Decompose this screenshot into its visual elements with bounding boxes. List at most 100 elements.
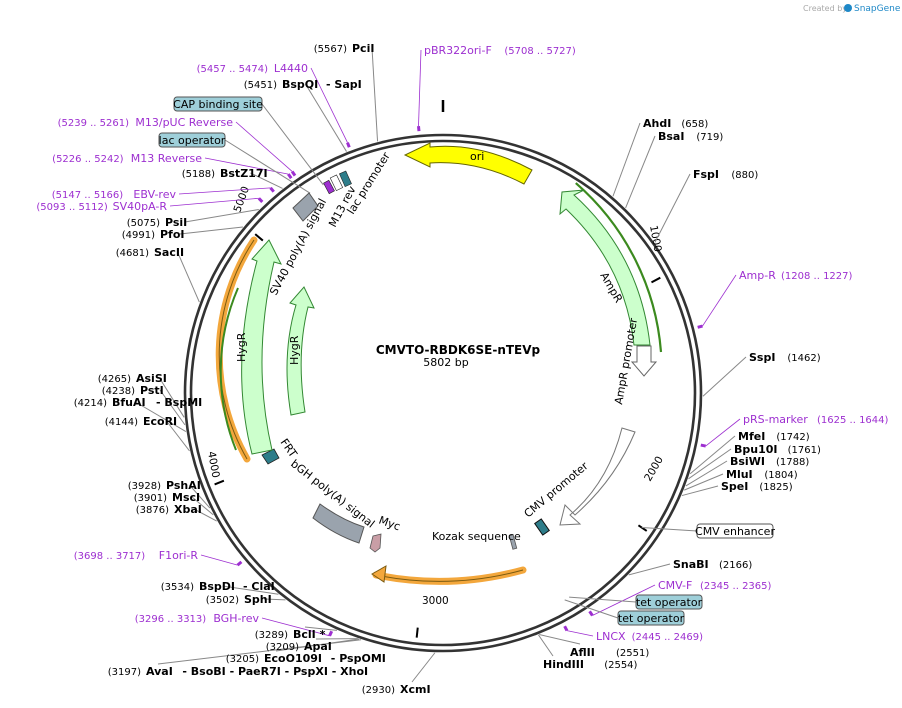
primer-range: (5239 .. 5261): [58, 118, 130, 129]
enzyme-site-label[interactable]: (4238)PstI: [102, 384, 164, 397]
kozak-feature: [508, 534, 518, 550]
enzyme-name: BsaI: [658, 130, 684, 143]
enzyme-position: (2554): [604, 660, 637, 671]
enzyme-site-label[interactable]: (3289)BclI *: [255, 628, 326, 641]
tick-mark: [214, 479, 225, 486]
enzyme-site-label[interactable]: HindIII(2554): [543, 658, 638, 671]
enzyme-isoschizomers: - BsoBI - PaeR7I - PspXI - XhoI: [182, 665, 368, 678]
primer-range: (2445 .. 2469): [632, 632, 704, 643]
enzyme-site-label[interactable]: (3205)EcoO109I- PspOMI: [226, 652, 386, 665]
primer-label[interactable]: pRS-marker(1625 .. 1644): [743, 413, 889, 426]
enzyme-site-label[interactable]: (3502)SphI: [206, 593, 272, 606]
enzyme-position: (2551): [616, 648, 649, 659]
enzyme-leader-line: [179, 226, 243, 235]
enzyme-position: (3534): [161, 582, 194, 593]
feature-box-text: lac operator: [159, 134, 226, 147]
feature-box-label[interactable]: CMV enhancer: [695, 523, 775, 539]
enzyme-name: MluI: [726, 468, 753, 481]
snapgene-logo-icon: [844, 4, 852, 12]
primer-leader-line: [418, 49, 422, 127]
tick-mark: [637, 524, 648, 532]
enzyme-site-label[interactable]: FspI(880): [693, 168, 758, 181]
primer-range: (3296 .. 3313): [135, 614, 207, 625]
enzyme-site-label[interactable]: SnaBI(2166): [673, 558, 752, 571]
enzyme-site-label[interactable]: (5567)PciI: [314, 42, 375, 55]
sv40-feature: [292, 192, 319, 222]
primer-binding-mark: [328, 630, 334, 637]
primer-range: (2345 .. 2365): [700, 581, 772, 592]
enzyme-position: (1804): [764, 470, 797, 481]
enzyme-position: (3197): [108, 667, 141, 678]
enzyme-site-label[interactable]: SspI(1462): [749, 351, 821, 364]
enzyme-site-label[interactable]: BsaI(719): [658, 130, 723, 143]
tick-mark: [254, 233, 264, 242]
enzyme-name: AhdI: [643, 117, 671, 130]
enzyme-site-label[interactable]: (5451)BspQI- SapI: [244, 78, 362, 91]
enzyme-site-label[interactable]: (3876)XbaI: [136, 503, 202, 516]
enzyme-site-label[interactable]: (5188)BstZ17I: [182, 167, 268, 180]
enzyme-name: SspI: [749, 351, 775, 364]
enzyme-site-label[interactable]: BsiWI(1788): [730, 455, 809, 468]
enzyme-leader-line: [688, 448, 732, 480]
kozak-label: Kozak sequence: [432, 530, 521, 543]
enzyme-position: (5075): [127, 218, 160, 229]
enzyme-name: BspDI: [199, 580, 235, 593]
primer-label[interactable]: pBR322ori-F(5708 .. 5727): [424, 44, 576, 57]
enzyme-site-label[interactable]: (3534)BspDI- ClaI: [161, 580, 275, 593]
enzyme-site-label[interactable]: (3197)AvaI- BsoBI - PaeR7I - PspXI - Xho…: [108, 665, 368, 678]
primer-name: LNCX: [596, 630, 626, 643]
primer-label[interactable]: L4440(5457 .. 5474): [197, 62, 308, 75]
enzyme-site-label[interactable]: (3928)PshAI: [128, 479, 201, 492]
enzyme-site-label[interactable]: AflII(2551): [570, 646, 649, 659]
primer-label[interactable]: M13 Reverse(5226 .. 5242): [52, 152, 202, 165]
enzyme-leader-line: [184, 209, 259, 223]
enzyme-site-label[interactable]: (4265)AsiSI: [98, 372, 167, 385]
feature-box-label[interactable]: tet operator: [617, 610, 685, 626]
enzyme-site-label[interactable]: (5075)PsiI: [127, 216, 188, 229]
primer-label[interactable]: BGH-rev(3296 .. 3313): [135, 612, 260, 625]
primer-binding-mark: [287, 173, 293, 180]
enzyme-site-label[interactable]: (4214)BfuAI- BspMI: [74, 396, 203, 409]
enzyme-name: PshAI: [166, 479, 201, 492]
enzyme-name: PstI: [140, 384, 164, 397]
enzyme-layer: (5567)PciI (5451)BspQI- SapI (5188)BstZ17I…: [74, 42, 821, 696]
enzyme-site-label[interactable]: (4144)EcoRI: [105, 415, 177, 428]
primer-name: Amp-R: [739, 269, 776, 282]
orf-highlight-left-edge: [218, 239, 255, 460]
enzyme-site-label[interactable]: (3901)MscI: [134, 491, 200, 504]
primer-label[interactable]: CMV-F (2345 .. 2365): [658, 579, 772, 592]
enzyme-site-label[interactable]: (3209)ApaI: [266, 640, 332, 653]
feature-box-label[interactable]: CAP binding site: [173, 96, 263, 112]
primer-name: M13 Reverse: [131, 152, 202, 165]
cmv-promoter-feature: [559, 427, 636, 526]
primer-label[interactable]: M13/pUC Reverse(5239 .. 5261): [58, 116, 234, 129]
primer-label[interactable]: LNCX (2445 .. 2469): [596, 630, 703, 643]
enzyme-site-label[interactable]: MluI (1804): [726, 468, 798, 481]
enzyme-position: (4265): [98, 374, 131, 385]
primer-name: CMV-F: [658, 579, 692, 592]
primer-leader-line: [702, 274, 737, 327]
primer-label[interactable]: Amp-R (1208 .. 1227): [739, 269, 853, 282]
enzyme-isoschizomers: - PspOMI: [331, 652, 386, 665]
enzyme-leader-line: [166, 420, 190, 452]
primer-range: (5708 .. 5727): [504, 46, 576, 57]
primer-range: (1208 .. 1227): [781, 271, 853, 282]
enzyme-site-label[interactable]: (4991)PfoI: [122, 228, 185, 241]
feature-box-label[interactable]: tet operator: [635, 594, 703, 610]
primer-label[interactable]: SV40pA-R(5093 .. 5112): [36, 200, 167, 213]
enzyme-site-label[interactable]: SpeI(1825): [721, 480, 793, 493]
enzyme-name: XcmI: [400, 683, 431, 696]
enzyme-site-label[interactable]: AhdI(658): [643, 117, 708, 130]
enzyme-site-label[interactable]: MfeI(1742): [738, 430, 810, 443]
enzyme-site-label[interactable]: (2930)XcmI: [362, 683, 431, 696]
primer-label[interactable]: EBV-rev(5147 .. 5166): [52, 188, 177, 201]
enzyme-leader-line: [159, 377, 185, 418]
enzyme-site-label[interactable]: Bpu10I(1761): [734, 443, 821, 456]
primer-label[interactable]: F1ori-R(3698 .. 3717): [74, 549, 199, 562]
enzyme-site-label[interactable]: (4681)SacII: [116, 246, 184, 259]
feature-box-label[interactable]: lac operator: [158, 132, 226, 148]
enzyme-leader-line: [625, 135, 656, 209]
enzyme-name: XbaI: [174, 503, 202, 516]
primer-layer: pBR322ori-F(5708 .. 5727) L4440(5457 .. 5…: [36, 44, 888, 643]
